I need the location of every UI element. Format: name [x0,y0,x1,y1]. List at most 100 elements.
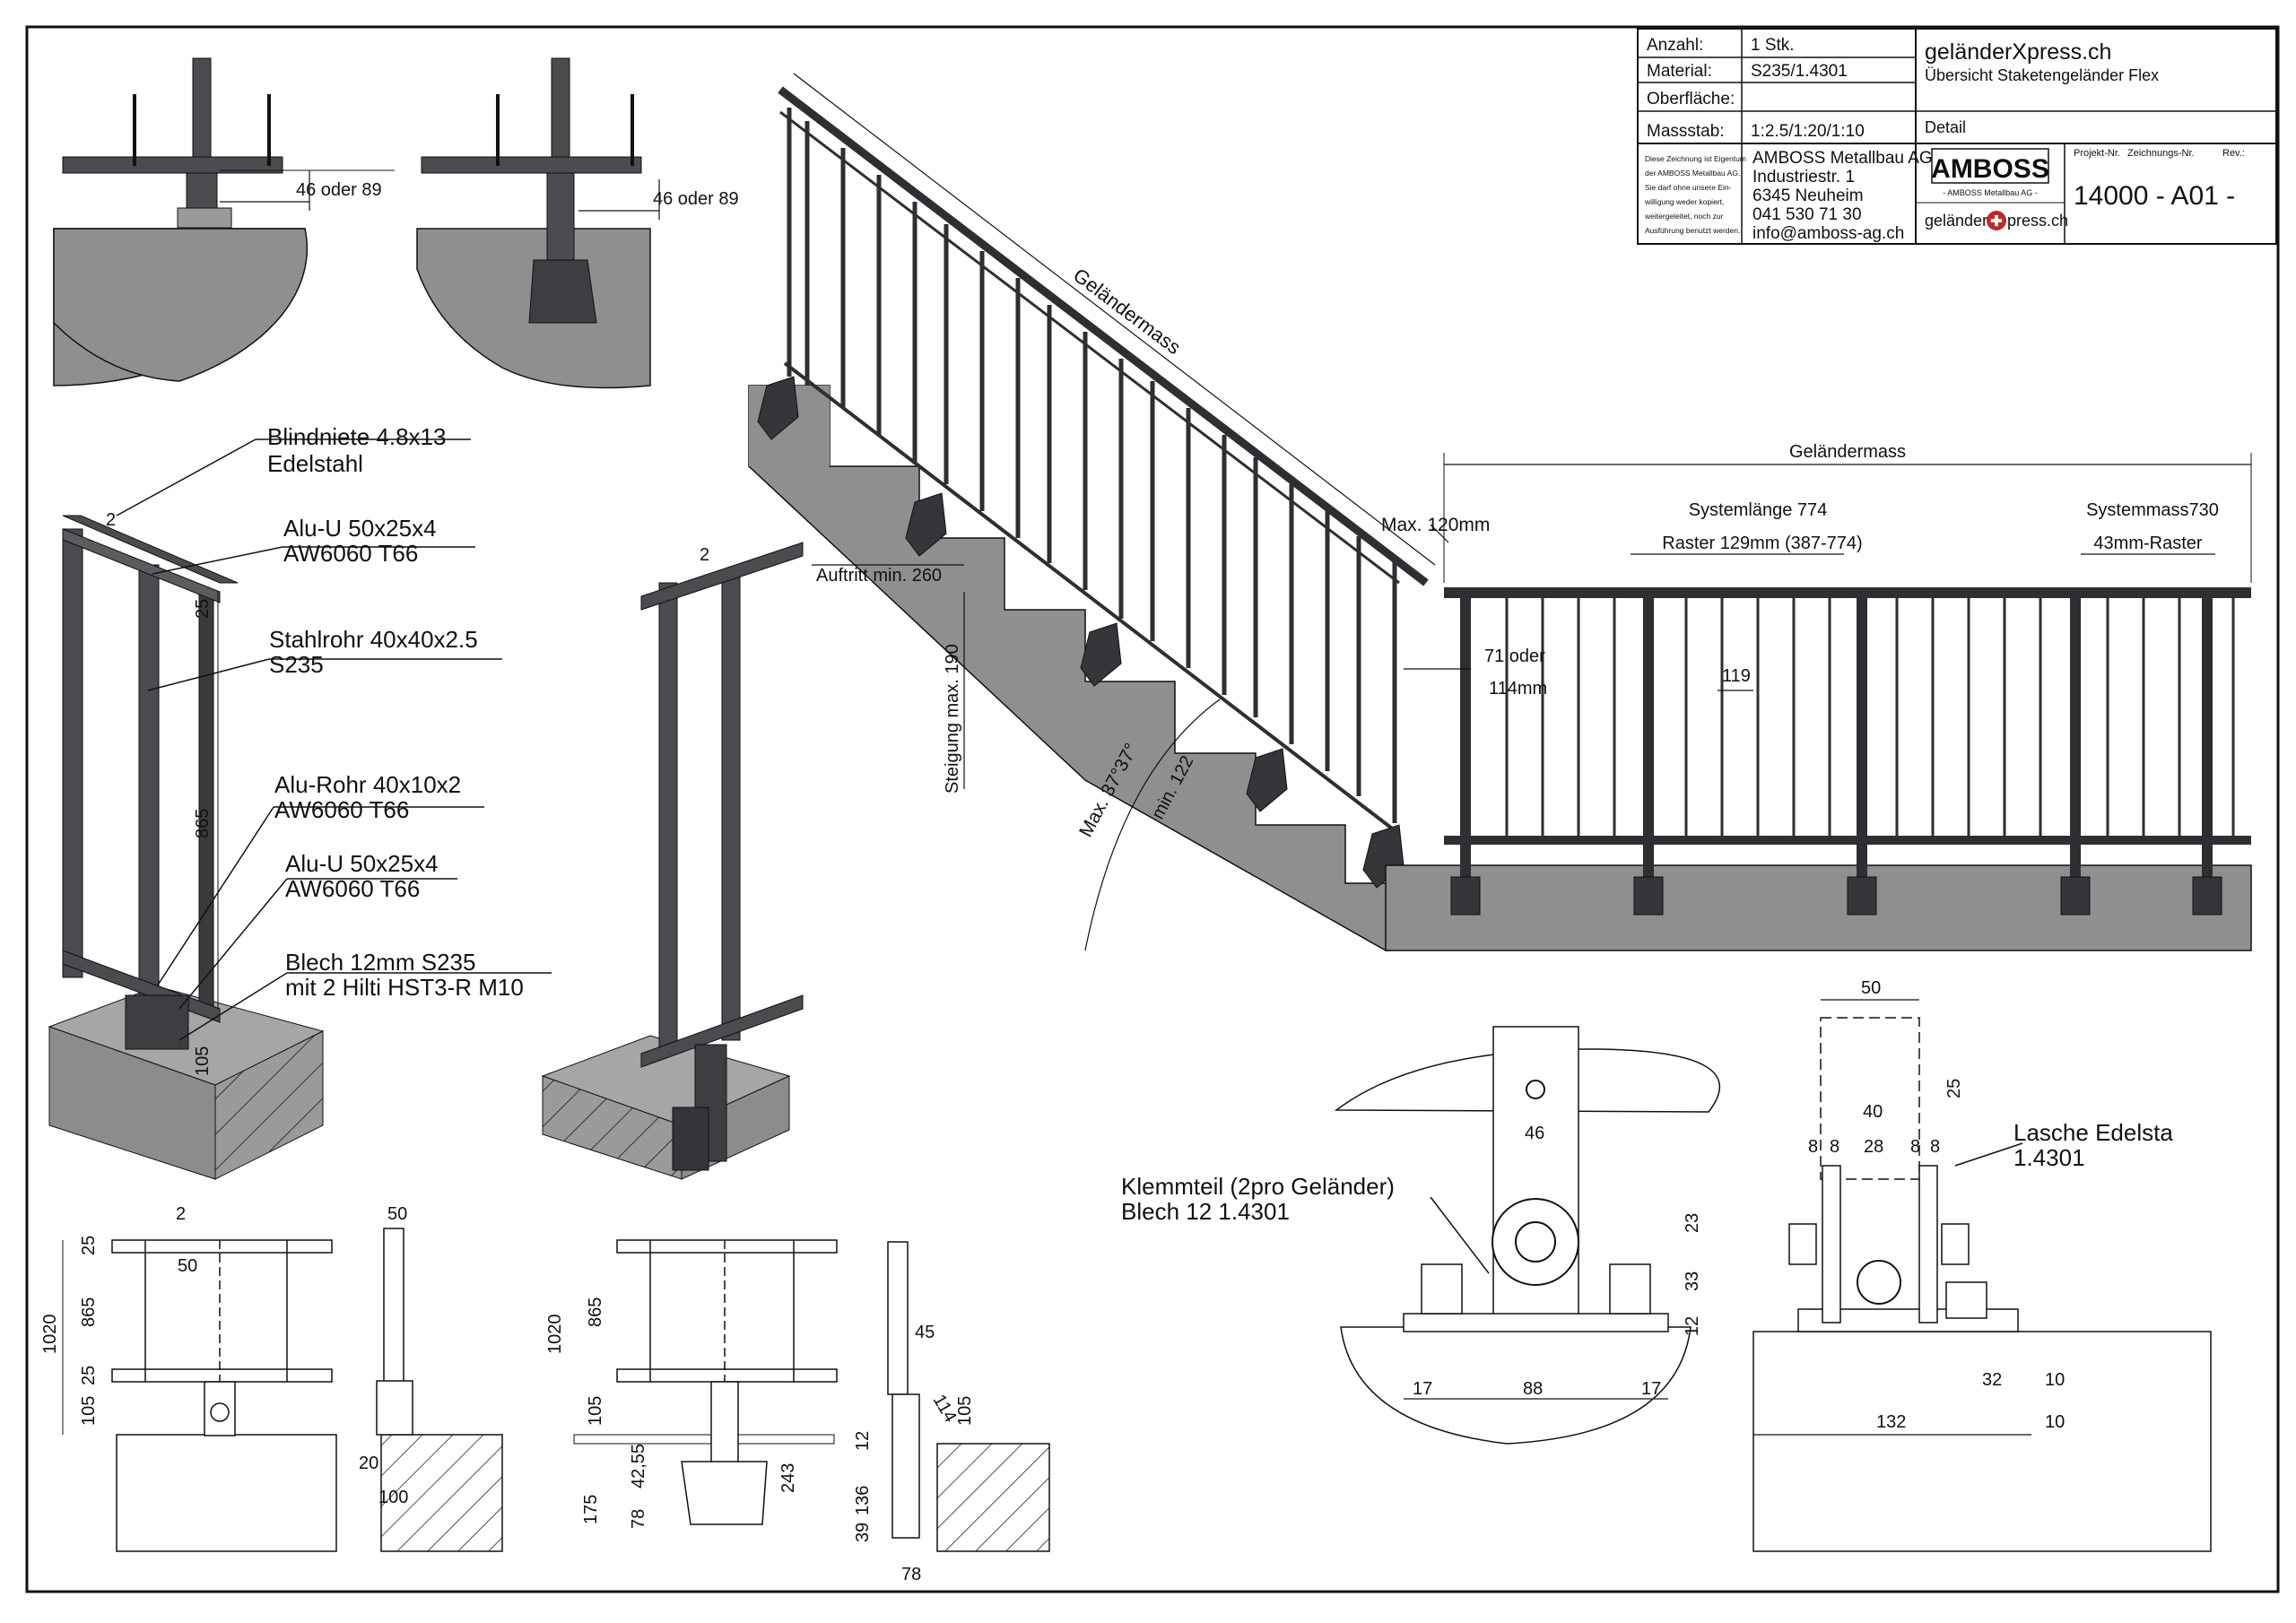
dim-c12: 12 [1683,1316,1702,1336]
dim-136: 136 [853,1486,873,1515]
stair-railing: Geländermass Auftritt min. 260 Steigung … [748,73,1490,951]
dim-c28: 28 [1864,1137,1883,1157]
dim-raster129: Raster 129mm (387-774) [1662,534,1862,553]
dim-119: 119 [1722,666,1751,686]
label-aluu-bot-2: AW6060 T66 [285,875,420,902]
title-block: Anzahl: 1 Stk. Material: S235/1.4301 Obe… [1637,28,2277,245]
dim-c8-a: 8 [1808,1137,1818,1157]
tb-company-street: Industriestr. 1 [1752,168,1855,187]
tb-oberflaeche-label: Oberfläche: [1647,90,1735,108]
label-lasche-2: 1.4301 [2013,1144,2085,1171]
dim-c17-b: 17 [1641,1379,1661,1399]
dim-243: 243 [778,1463,798,1493]
dim-c25: 25 [1944,1079,1964,1098]
dim-114mm: 114mm [1489,679,1547,699]
dim-4255: 42,55 [629,1444,648,1488]
label-blech-1: Blech 12mm S235 [285,949,475,976]
tb-drawing-subtitle: Übersicht Staketengeländer Flex [1925,66,2159,84]
dim-78-side: 78 [901,1565,921,1584]
dim-c10-a: 10 [2045,1370,2065,1390]
tb-drawing-number: 14000 - A01 - [2074,181,2235,211]
leader-aluu-bot [178,878,288,1010]
tb-massstab-label: Massstab: [1647,122,1725,141]
leader-stahlrohr [147,658,270,691]
gelaenderxpress-logo: geländer ✚ press.ch [1925,211,2068,230]
label-blech-2: mit 2 Hilti HST3-R M10 [285,974,524,1001]
flat-posts [1460,592,2213,897]
dim-175: 175 [581,1495,601,1524]
tb-notice-line: der AMBOSS Metallbau AG. [1645,169,1740,178]
tb-company-city: 6345 Neuheim [1752,187,1864,205]
label-alurohr-2: AW6060 T66 [274,796,409,823]
tb-notice-line: weitergeleitet, noch zur [1644,212,1724,221]
detail-top-left-b: 46 oder 89 [416,57,739,389]
tb-brand-title: geländerXpress.ch [1925,39,2111,65]
amboss-logo-text: AMBOSS [1931,154,2049,184]
dim-c23: 23 [1683,1213,1702,1233]
dim-50: 50 [178,1256,197,1276]
dim-c88: 88 [1523,1379,1543,1399]
dim-1020: 1020 [40,1315,60,1355]
bottom-view-1: 1020 25 865 25 105 50 2 [40,1204,337,1552]
label-blindniete-1: Blindniete 4.8x13 [267,423,446,450]
dim-c132: 132 [1876,1412,1906,1432]
dim-c8-b: 8 [1830,1137,1839,1157]
dim-side-50: 50 [387,1204,407,1224]
label-blindniete-2: Edelstahl [267,450,363,477]
tb-anzahl-value: 1 Stk. [1751,36,1795,55]
dim-105: 105 [79,1396,99,1426]
tb-notice-line: willigung weder kopiert, [1644,197,1724,206]
clamp-detail: 46 23 33 12 17 88 17 [1334,1026,1720,1445]
dim-systemlaenge: Systemlänge 774 [1689,500,1828,520]
dim-2-bottom: 2 [176,1204,186,1224]
dim-105-b: 105 [586,1396,605,1426]
label-klemmteil-1: Klemmteil (2pro Geländer) [1121,1173,1395,1200]
dim-c32: 32 [1982,1370,2002,1390]
dim-iso-25: 25 [193,599,213,619]
dim-c10-b: 10 [2045,1412,2065,1432]
tb-company-phone: 041 530 71 30 [1752,205,1862,224]
tb-rev-label: Rev.: [2222,148,2245,159]
detail-top-left-a: 46 oder 89 [53,57,395,386]
dim-71-oder: 71 oder [1484,647,1545,666]
dim-105-side: 105 [955,1396,975,1426]
dim-gelaendermass-flat: Geländermass [1789,442,1906,462]
label-aluu-top-1: Alu-U 50x25x4 [283,515,437,542]
dim-45: 45 [915,1323,935,1342]
dim-46-oder-89-a: 46 oder 89 [296,180,382,200]
tb-detail-label: Detail [1925,118,1966,136]
dim-c40: 40 [1863,1102,1883,1122]
xpress-x-icon [1987,211,2006,230]
dim-max120: Max. 120mm [1381,515,1490,535]
leader-aluu-top [152,546,283,575]
tb-notice-line: Diese Zeichnung ist Eigentum [1645,154,1746,163]
tb-material-label: Material: [1647,62,1712,81]
tb-projekt-label: Projekt-Nr. [2074,148,2120,159]
tb-company-name: AMBOSS Metallbau AG [1752,149,1933,168]
tb-notice-line: Ausführung benutzt werden. [1645,226,1740,235]
iso-post-b: 2 [541,542,804,1180]
dim-1020-b: 1020 [545,1315,565,1355]
dim-steigung: Steigung max. 190 [943,644,962,794]
label-stahlrohr-1: Stahlrohr 40x40x2.5 [269,626,478,653]
dim-iso-b-2: 2 [700,545,709,565]
tb-zeichnung-label: Zeichnungs-Nr. [2127,148,2195,159]
dim-20: 20 [359,1454,378,1473]
dim-865: 865 [79,1298,99,1327]
iso-post-a: 865 25 105 2 [48,438,552,1180]
leader-blindniete [116,438,257,516]
dim-c46: 46 [1525,1124,1544,1143]
label-stahlrohr-2: S235 [269,651,324,678]
tb-anzahl-label: Anzahl: [1647,36,1703,55]
dim-865-b: 865 [586,1298,605,1327]
dim-12: 12 [853,1431,873,1451]
dim-iso-105: 105 [193,1046,213,1076]
dim-systemmass: Systemmass730 [2086,500,2219,520]
dim-c33: 33 [1683,1271,1702,1291]
sheet-border [25,25,2280,1593]
dim-25-bot: 25 [79,1366,99,1385]
label-aluu-top-2: AW6060 T66 [283,540,418,567]
dim-raster43: 43mm-Raster [2093,534,2202,553]
dim-iso-865: 865 [193,809,213,838]
